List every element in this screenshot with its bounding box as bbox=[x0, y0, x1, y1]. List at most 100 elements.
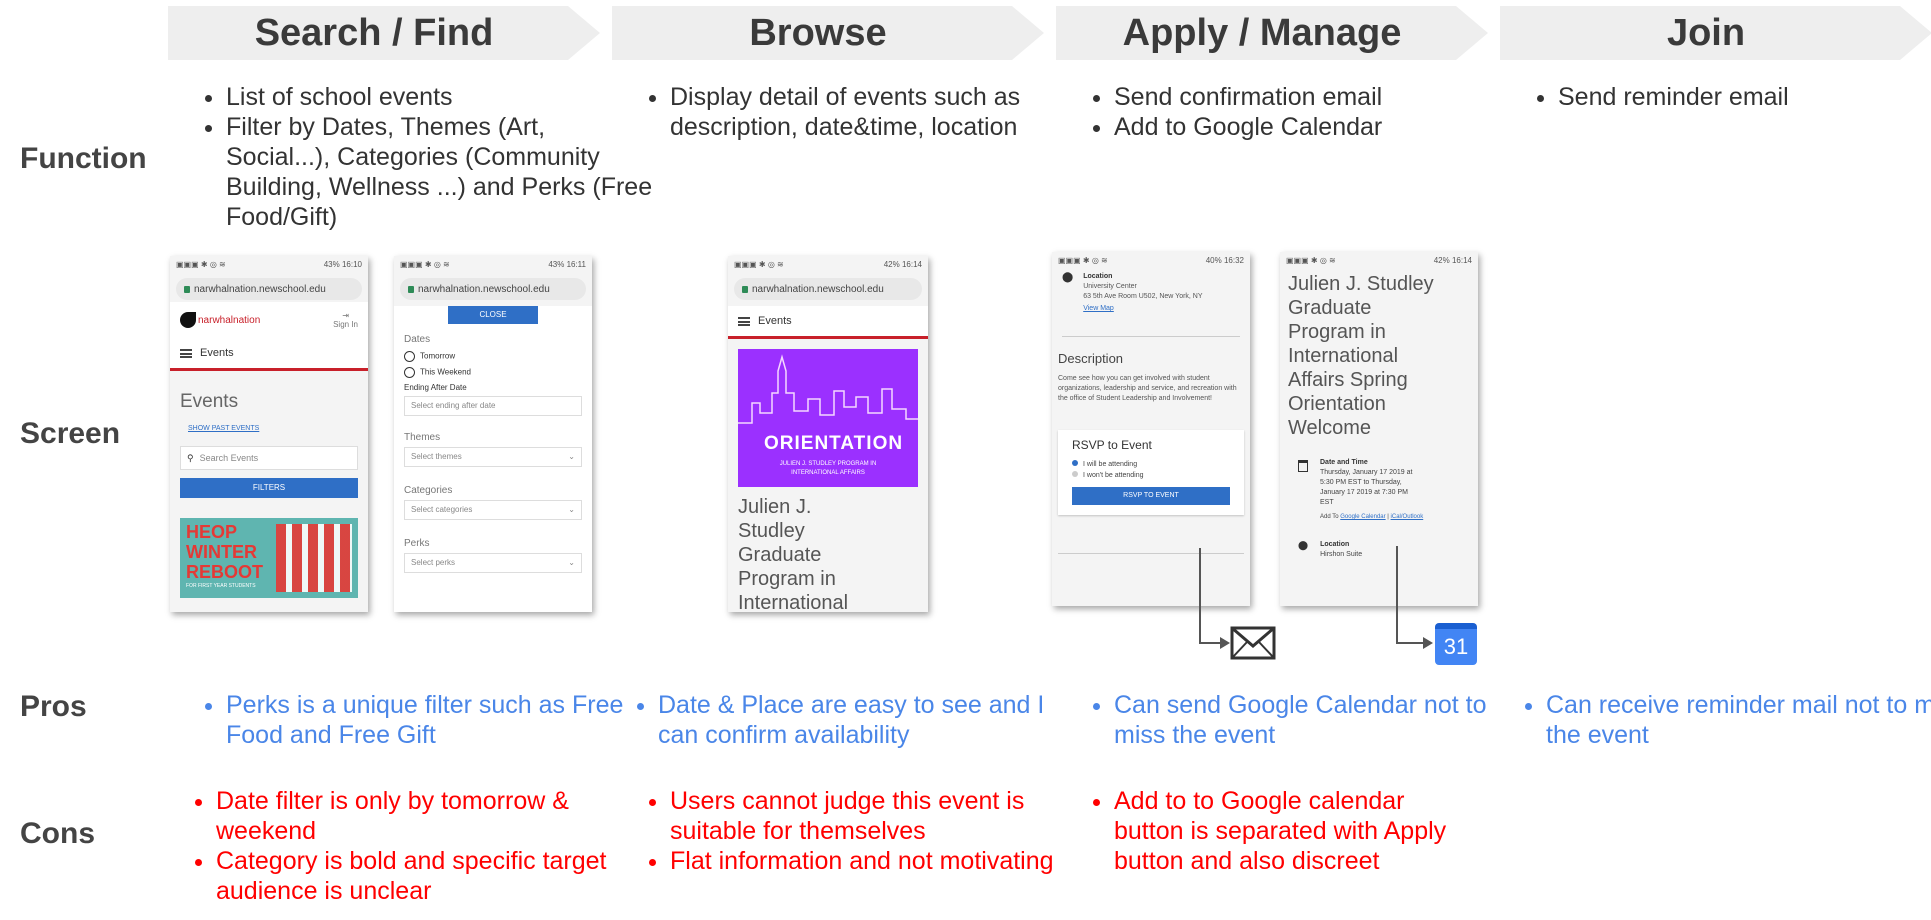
close-button[interactable]: CLOSE bbox=[448, 306, 538, 324]
row-label-cons: Cons bbox=[20, 817, 95, 850]
filter-panel: CLOSE Dates Tomorrow This Weekend Ending… bbox=[394, 306, 592, 612]
status-text: 40% 16:32 bbox=[1205, 256, 1244, 265]
chevron-down-icon: ⌄ bbox=[568, 505, 575, 514]
orientation-title: ORIENTATION bbox=[764, 433, 904, 454]
connector-line bbox=[1396, 546, 1398, 643]
location-label: Location bbox=[1320, 541, 1350, 548]
cons-item: Users cannot judge this event is suitabl… bbox=[670, 786, 1070, 846]
tomorrow-option[interactable]: Tomorrow bbox=[404, 351, 582, 362]
status-icons: ▣▣▣ ✱ ◎ ≋ bbox=[1286, 256, 1336, 265]
datetime-details: Date and Time Thursday, January 17 2019 … bbox=[1320, 458, 1423, 522]
location-label: Location bbox=[1083, 273, 1113, 280]
ending-label: Ending After Date bbox=[404, 383, 467, 392]
signin-button[interactable]: ⇥Sign In bbox=[333, 311, 358, 329]
connector-line bbox=[1199, 548, 1201, 643]
function-item: Send confirmation email bbox=[1114, 82, 1514, 112]
rsvp-button[interactable]: RSVP TO EVENT bbox=[1072, 487, 1230, 505]
function-item: Add to Google Calendar bbox=[1114, 112, 1514, 142]
banner-subtext: FOR FIRST YEAR STUDENTS bbox=[186, 583, 256, 589]
filters-button[interactable]: FILTERS bbox=[180, 478, 358, 498]
calendar-day: 31 bbox=[1443, 634, 1469, 659]
search-events-input[interactable]: ⚲Search Events bbox=[180, 446, 358, 470]
logo: narwhalnation bbox=[180, 312, 260, 328]
events-menu[interactable]: Events bbox=[170, 338, 368, 371]
row-label-pros: Pros bbox=[20, 690, 87, 723]
arrowhead bbox=[1423, 637, 1433, 649]
dates-label: Dates bbox=[404, 334, 431, 345]
status-icons: ▣▣▣ ✱ ◎ ≋ bbox=[400, 260, 450, 269]
url-bar[interactable]: narwhalnation.newschool.edu bbox=[734, 278, 922, 300]
show-past-events-link[interactable]: SHOW PAST EVENTS bbox=[188, 425, 260, 432]
chevron-down-icon: ⌄ bbox=[568, 558, 575, 567]
cons-search-list: Date filter is only by tomorrow & weeken… bbox=[176, 786, 616, 906]
status-bar: ▣▣▣ ✱ ◎ ≋42% 16:14 bbox=[1280, 252, 1478, 272]
stage-title: Join bbox=[1666, 11, 1746, 54]
banner-text-3: REBOOT bbox=[186, 562, 264, 582]
url-bar[interactable]: narwhalnation.newschool.edu bbox=[176, 278, 362, 300]
location-name: Hirshon Suite bbox=[1320, 551, 1363, 558]
status-bar: ▣▣▣ ✱ ◎ ≋ 43% 16:10 bbox=[170, 256, 368, 276]
url-text: narwhalnation.newschool.edu bbox=[752, 283, 884, 295]
add-to-row: Add To Google Calendar | iCal/Outlook bbox=[1320, 514, 1424, 520]
themes-select[interactable]: Select themes⌄ bbox=[404, 447, 582, 467]
option-label: I won't be attending bbox=[1083, 472, 1144, 479]
google-calendar-link[interactable]: Google Calendar bbox=[1340, 514, 1386, 520]
perks-label: Perks bbox=[404, 538, 430, 549]
attending-option[interactable]: I will be attending bbox=[1072, 460, 1230, 468]
function-item: Display detail of events such as descrip… bbox=[670, 82, 1070, 142]
connector-line bbox=[1199, 642, 1221, 644]
events-menu[interactable]: Events bbox=[728, 306, 928, 339]
divider bbox=[1062, 336, 1240, 337]
select-placeholder: Select perks bbox=[411, 558, 456, 567]
perks-select[interactable]: Select perks ⌄ bbox=[404, 553, 582, 573]
screenshot-rsvp: ▣▣▣ ✱ ◎ ≋40% 16:32 ⬤ Location University… bbox=[1052, 252, 1250, 606]
hamburger-icon[interactable] bbox=[738, 316, 750, 326]
select-placeholder: Select themes bbox=[411, 452, 462, 461]
menu-label: Events bbox=[200, 347, 234, 359]
status-bar: ▣▣▣ ✱ ◎ ≋40% 16:32 bbox=[1052, 252, 1250, 272]
stage-browse: Browse bbox=[612, 6, 1044, 60]
url-bar[interactable]: narwhalnation.newschool.edu bbox=[400, 278, 586, 300]
option-label: This Weekend bbox=[420, 367, 471, 377]
weekend-option[interactable]: This Weekend bbox=[404, 367, 582, 378]
function-item: Filter by Dates, Themes (Art, Social...)… bbox=[226, 112, 656, 232]
lock-icon bbox=[742, 285, 748, 293]
stage-title: Apply / Manage bbox=[1122, 11, 1402, 54]
menu-label: Events bbox=[758, 315, 792, 327]
radio-selected-icon[interactable] bbox=[1072, 460, 1078, 466]
status-icons: ▣▣▣ ✱ ◎ ≋ bbox=[176, 260, 226, 269]
cons-item: Add to to Google calendar button is sepa… bbox=[1114, 786, 1454, 876]
url-text: narwhalnation.newschool.edu bbox=[194, 283, 326, 295]
event-title: Julien J. Studley Graduate Program in In… bbox=[1288, 273, 1434, 439]
function-apply-list: Send confirmation email Add to Google Ca… bbox=[1074, 82, 1514, 142]
select-placeholder: Select categories bbox=[411, 505, 473, 514]
event-banner-heop[interactable]: HEOP WINTER REBOOT FOR FIRST YEAR STUDEN… bbox=[180, 518, 358, 598]
cons-item: Flat information and not motivating bbox=[670, 846, 1070, 876]
logo-text: narwhalnation bbox=[198, 314, 261, 326]
function-browse-list: Display detail of events such as descrip… bbox=[630, 82, 1070, 142]
function-item: List of school events bbox=[226, 82, 656, 112]
add-to-label: Add To bbox=[1320, 514, 1339, 520]
view-map-link[interactable]: View Map bbox=[1083, 305, 1114, 312]
signin-label: Sign In bbox=[333, 320, 358, 329]
hamburger-icon[interactable] bbox=[180, 348, 192, 358]
pros-join-list: Can receive reminder mail not to miss th… bbox=[1506, 690, 1931, 750]
cons-browse-list: Users cannot judge this event is suitabl… bbox=[630, 786, 1070, 876]
not-attending-option[interactable]: I won't be attending bbox=[1072, 471, 1230, 479]
radio-icon[interactable] bbox=[404, 351, 415, 362]
status-text: 43% 16:10 bbox=[323, 260, 362, 269]
divider bbox=[1058, 553, 1244, 554]
calendar-icon bbox=[1298, 460, 1308, 472]
radio-icon[interactable] bbox=[404, 367, 415, 378]
radio-icon[interactable] bbox=[1072, 471, 1078, 477]
categories-select[interactable]: Select categories ⌄ bbox=[404, 500, 582, 520]
status-text: 43% 16:11 bbox=[548, 260, 586, 269]
ending-date-input[interactable]: Select ending after date bbox=[404, 396, 582, 416]
cons-item: Category is bold and specific target aud… bbox=[216, 846, 616, 906]
orientation-subtitle: JULIEN J. STUDLEY PROGRAM IN bbox=[779, 461, 877, 467]
ical-outlook-link[interactable]: iCal/Outlook bbox=[1390, 514, 1424, 520]
description-title: Description bbox=[1058, 351, 1124, 366]
status-icons: ▣▣▣ ✱ ◎ ≋ bbox=[734, 260, 784, 269]
url-text: narwhalnation.newschool.edu bbox=[418, 283, 550, 295]
arrowhead bbox=[1220, 637, 1230, 649]
